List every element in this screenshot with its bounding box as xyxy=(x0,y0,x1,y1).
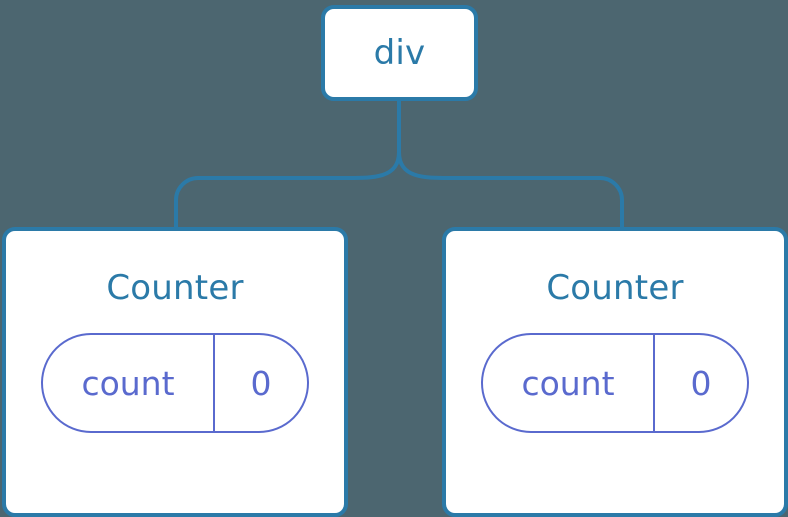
connector-branch-left xyxy=(174,151,401,229)
state-value-label: 0 xyxy=(250,363,272,403)
state-value-label: 0 xyxy=(690,363,712,403)
node-counter-right[interactable]: Counter count 0 xyxy=(442,227,788,517)
node-div-label: div xyxy=(373,33,426,73)
node-counter-left[interactable]: Counter count 0 xyxy=(2,227,348,517)
node-counter-right-label: Counter xyxy=(546,268,684,308)
state-pill-value-cell: 0 xyxy=(655,335,747,431)
connector-branch-right xyxy=(397,151,624,229)
state-key-label: count xyxy=(521,363,615,403)
component-tree-diagram: div Counter count 0 Counter count 0 xyxy=(2,5,788,517)
node-counter-left-label: Counter xyxy=(106,268,244,308)
state-pill-counter-left[interactable]: count 0 xyxy=(41,333,309,433)
state-pill-counter-right[interactable]: count 0 xyxy=(481,333,749,433)
node-div[interactable]: div xyxy=(321,5,478,101)
state-key-label: count xyxy=(81,363,175,403)
state-pill-value-cell: 0 xyxy=(215,335,307,431)
state-pill-key-cell: count xyxy=(483,335,655,431)
state-pill-key-cell: count xyxy=(43,335,215,431)
